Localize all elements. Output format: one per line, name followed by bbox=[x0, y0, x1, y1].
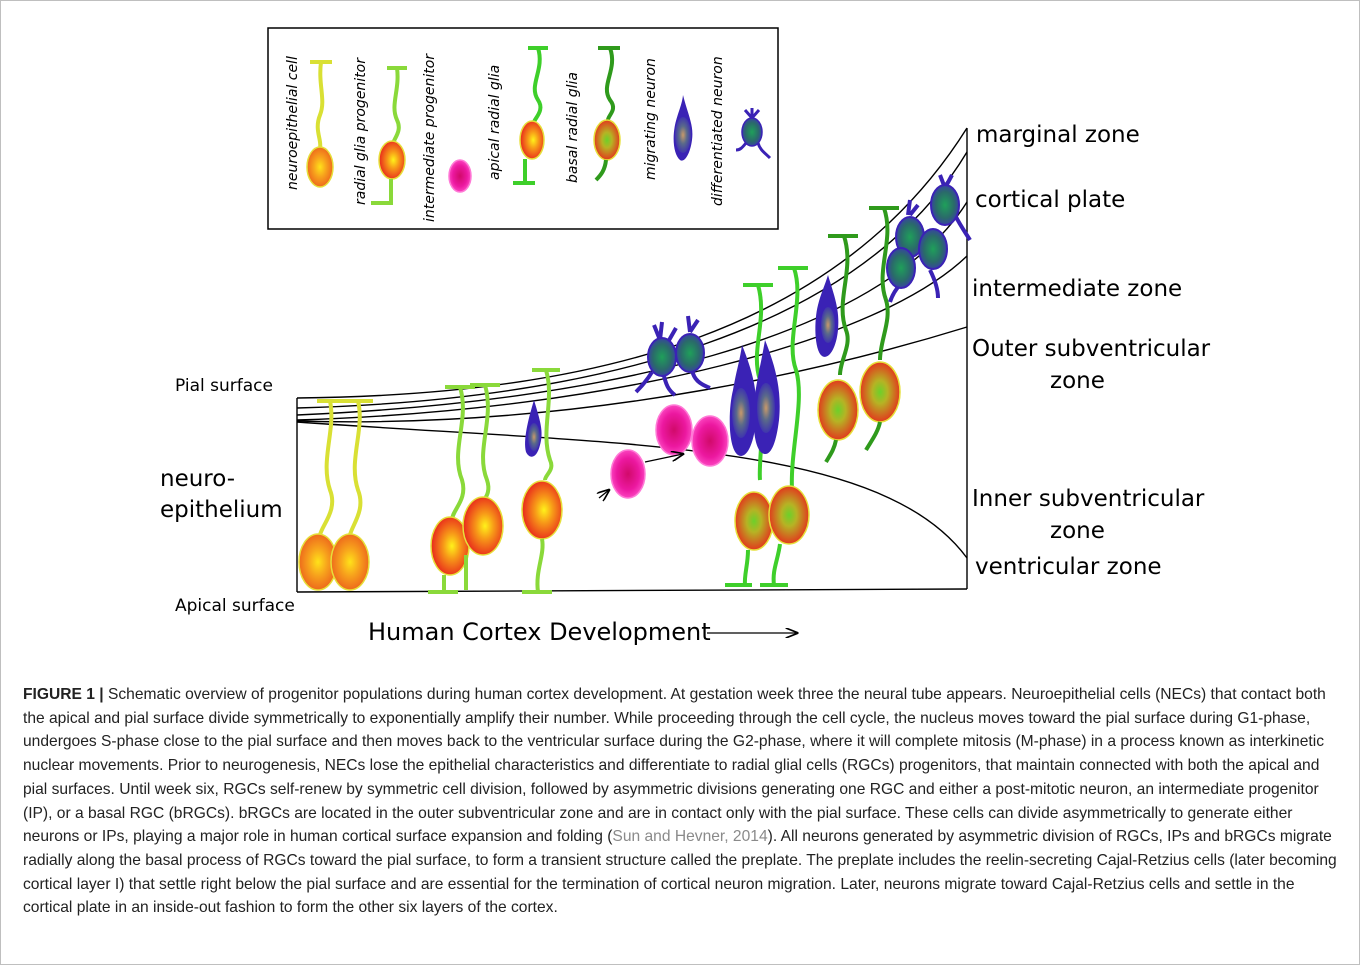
legend-label-intermediate-progenitor: intermediate progenitor bbox=[422, 53, 438, 222]
legend-neuroepithelial-icon bbox=[306, 60, 334, 188]
label-inner-svz-line2: zone bbox=[1050, 518, 1105, 544]
label-apical-surface: Apical surface bbox=[175, 596, 295, 616]
legend-label-neuroepithelial: neuroepithelial cell bbox=[285, 56, 301, 190]
apical-radial-glia-middle bbox=[521, 368, 563, 594]
legend-label-differentiated-neuron: differentiated neuron bbox=[710, 56, 726, 206]
legend-box bbox=[267, 27, 779, 230]
legend-basal-radial-glia-icon bbox=[593, 46, 621, 182]
label-outer-svz-line1: Outer subventricular bbox=[972, 336, 1211, 362]
label-pial-surface: Pial surface bbox=[175, 376, 273, 396]
caption-text-1: Schematic overview of progenitor populat… bbox=[23, 686, 1326, 846]
label-intermediate-zone: intermediate zone bbox=[972, 276, 1183, 302]
figure-caption: FIGURE 1 | Schematic overview of progeni… bbox=[23, 683, 1341, 920]
caption-text-2: ). All neurons generated by asymmetric d… bbox=[23, 828, 1337, 917]
zone-boundaries bbox=[296, 127, 968, 593]
legend-label-apical-radial-glia: apical radial glia bbox=[487, 64, 503, 180]
legend-apical-radial-glia-icon bbox=[513, 46, 548, 185]
label-inner-svz-line1: Inner subventricular bbox=[972, 486, 1205, 512]
caption-citation-link[interactable]: Sun and Hevner, 2014 bbox=[612, 828, 768, 846]
label-neuro: neuro- bbox=[160, 466, 236, 492]
legend-differentiated-neuron-icon bbox=[735, 108, 772, 160]
figure-number: FIGURE 1 | bbox=[23, 686, 104, 703]
legend-migrating-neuron-icon bbox=[673, 95, 693, 161]
label-cortical-plate: cortical plate bbox=[975, 187, 1126, 213]
axis-title: Human Cortex Development bbox=[368, 618, 711, 646]
label-epithelium: epithelium bbox=[160, 497, 283, 523]
radial-glia-progenitors bbox=[428, 383, 504, 594]
label-marginal-zone: marginal zone bbox=[976, 122, 1140, 148]
legend-radial-glia-progenitor-icon bbox=[371, 66, 407, 205]
neuroepithelial-cells bbox=[298, 399, 373, 591]
label-outer-svz-line2: zone bbox=[1050, 368, 1105, 394]
differentiated-neurons-cluster bbox=[886, 174, 972, 303]
legend-label-migrating-neuron: migrating neuron bbox=[643, 58, 659, 180]
legend-label-radial-glia-progenitor: radial glia progenitor bbox=[353, 57, 369, 205]
intermediate-progenitors bbox=[599, 404, 729, 498]
legend-label-basal-radial-glia: basal radial glia bbox=[565, 72, 581, 183]
basal-radial-glia bbox=[815, 206, 901, 463]
apical-radial-glia-pair bbox=[725, 266, 810, 587]
label-ventricular-zone: ventricular zone bbox=[975, 554, 1162, 580]
legend-intermediate-progenitor-icon bbox=[448, 159, 472, 193]
